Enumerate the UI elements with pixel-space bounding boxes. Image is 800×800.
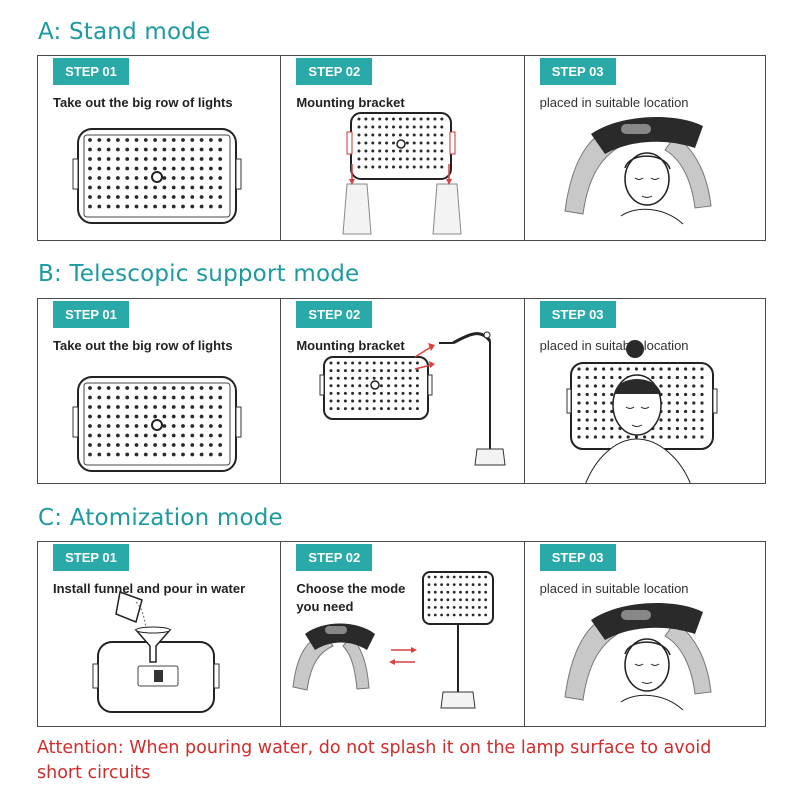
arc-device-icon	[292, 623, 376, 691]
step-caption: Choose the mode you need	[296, 581, 406, 614]
step-panel: STEP 03 placed in suitable location	[525, 56, 765, 240]
step-badge: STEP 02	[296, 544, 373, 571]
atomization-mode-steps: STEP 01 Install funnel and pour in water…	[37, 541, 766, 727]
step-panel: STEP 02 Mounting bracket	[281, 299, 525, 483]
stand-feet-icon	[342, 164, 462, 235]
arrow-icon	[389, 647, 418, 665]
telescopic-stand-icon	[422, 571, 495, 709]
step-badge: STEP 03	[539, 58, 616, 85]
funnel-icon	[134, 626, 172, 663]
step-caption: Mounting bracket	[296, 338, 405, 353]
led-panel-icon	[72, 376, 242, 472]
attention-warning: Attention: When pouring water, do not sp…	[37, 738, 712, 783]
face-device-icon	[564, 116, 712, 225]
telescopic-mode-steps: STEP 01 Take out the big row of lights S…	[37, 298, 766, 484]
step-caption: placed in suitable location	[539, 95, 689, 110]
step-panel: STEP 01 Take out the big row of lights	[38, 56, 282, 240]
step-panel: STEP 01 Install funnel and pour in water	[38, 542, 282, 726]
water-cup-icon	[115, 590, 147, 629]
telescopic-stand-icon	[439, 331, 506, 466]
step-panel: STEP 03 placed in suitable location	[525, 542, 765, 726]
led-panel-icon	[342, 112, 462, 235]
step-panel: STEP 02 Choose the mode you need	[281, 542, 525, 726]
step-badge: STEP 02	[296, 58, 373, 85]
step-panel: STEP 01 Take out the big row of lights	[38, 299, 282, 483]
face-device-icon	[564, 602, 712, 711]
mode-choice-icon	[292, 571, 495, 709]
step-caption: Take out the big row of lights	[53, 95, 233, 110]
step-badge: STEP 03	[539, 301, 616, 328]
section-title-atomization-mode: C: Atomization mode	[38, 505, 283, 531]
step-badge: STEP 02	[296, 301, 373, 328]
step-caption: placed in suitable location	[539, 581, 689, 596]
step-caption: Take out the big row of lights	[53, 338, 233, 353]
step-panel: STEP 02 Mounting bracket	[281, 56, 525, 240]
step-badge: STEP 03	[539, 544, 616, 571]
section-title-telescopic-support-mode: B: Telescopic support mode	[38, 261, 360, 287]
atomizer-icon	[92, 590, 220, 713]
stand-mode-steps: STEP 01 Take out the big row of lights S…	[37, 55, 766, 241]
step-caption: Mounting bracket	[296, 95, 405, 110]
step-badge: STEP 01	[53, 58, 129, 85]
step-badge: STEP 01	[53, 301, 129, 328]
step-badge: STEP 01	[53, 544, 129, 571]
arrow-icon	[414, 343, 436, 370]
led-panel-icon	[319, 331, 506, 466]
step-caption: Install funnel and pour in water	[53, 581, 246, 596]
step-caption: placed in suitable location	[539, 338, 689, 353]
step-panel: STEP 03 placed in suitable location	[525, 299, 765, 483]
led-panel-icon	[72, 128, 242, 224]
section-title-stand-mode: A: Stand mode	[38, 19, 211, 45]
face-device-icon	[566, 340, 718, 483]
